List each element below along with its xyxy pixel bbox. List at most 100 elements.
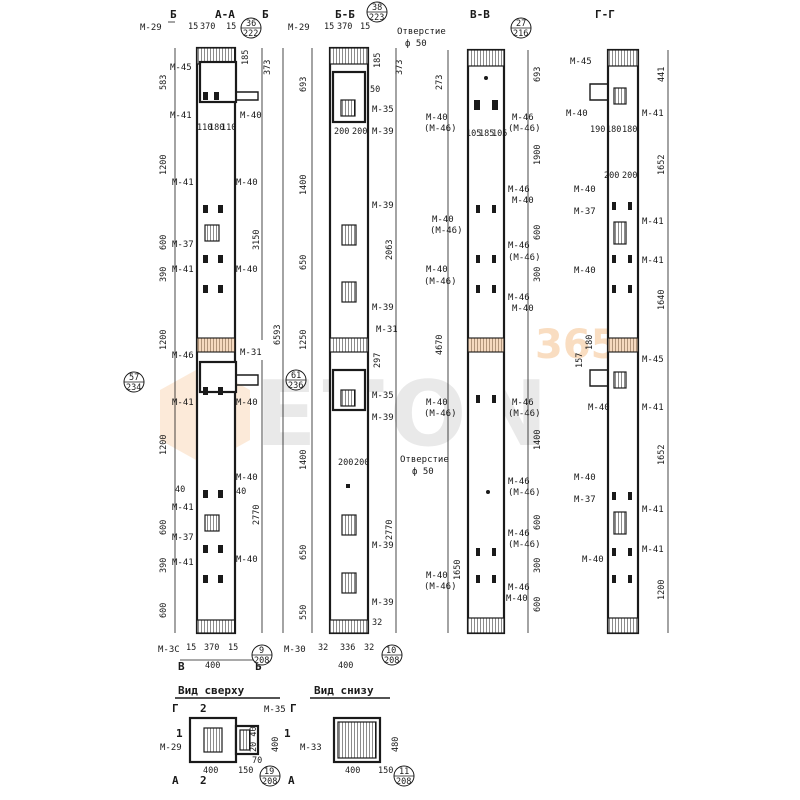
svg-text:М-45: М-45 bbox=[570, 57, 592, 67]
svg-text:1652: 1652 bbox=[657, 155, 667, 175]
svg-text:223: 223 bbox=[369, 13, 384, 23]
svg-text:297: 297 bbox=[373, 353, 383, 368]
svg-text:32: 32 bbox=[372, 618, 382, 628]
svg-text:(М-46): (М-46) bbox=[424, 124, 457, 134]
svg-text:200: 200 bbox=[622, 171, 637, 181]
svg-text:М-39: М-39 bbox=[372, 541, 394, 551]
section-d: Г-Г 441 1652 1640 1652 1200 157 180 190 … bbox=[566, 8, 669, 635]
svg-text:(М-46): (М-46) bbox=[508, 253, 541, 263]
svg-text:М-31: М-31 bbox=[240, 348, 262, 358]
svg-text:27: 27 bbox=[516, 19, 526, 29]
svg-text:1200: 1200 bbox=[159, 155, 169, 175]
svg-text:9: 9 bbox=[259, 646, 264, 656]
svg-text:М-41: М-41 bbox=[642, 109, 664, 119]
svg-text:1: 1 bbox=[284, 727, 291, 740]
svg-text:20 40: 20 40 bbox=[249, 726, 259, 752]
section-c: В-В Отверстие ф 50 27 216 273 4670 69 bbox=[397, 8, 543, 635]
svg-text:600: 600 bbox=[533, 515, 543, 530]
svg-text:М-39: М-39 bbox=[372, 598, 394, 608]
svg-text:М-35: М-35 bbox=[372, 105, 394, 115]
svg-text:190: 190 bbox=[590, 125, 605, 135]
svg-text:110: 110 bbox=[221, 123, 236, 133]
svg-text:40: 40 bbox=[175, 485, 185, 495]
svg-text:400: 400 bbox=[271, 737, 281, 752]
callout-9-208: 9 208 bbox=[251, 644, 273, 666]
svg-text:370: 370 bbox=[204, 643, 219, 653]
plates-b bbox=[340, 99, 357, 594]
plates-a bbox=[203, 92, 223, 583]
svg-text:400: 400 bbox=[205, 661, 220, 671]
svg-text:М-41: М-41 bbox=[642, 217, 664, 227]
view-bottom-title: Вид снизу bbox=[314, 684, 374, 697]
svg-text:М-40: М-40 bbox=[432, 215, 454, 225]
svg-text:208: 208 bbox=[254, 656, 269, 666]
svg-text:(М-46): (М-46) bbox=[508, 540, 541, 550]
section-b-title: Б-Б bbox=[335, 8, 355, 21]
svg-text:М-39: М-39 bbox=[372, 303, 394, 313]
svg-text:150: 150 bbox=[378, 766, 393, 776]
svg-text:273: 273 bbox=[435, 75, 445, 90]
svg-text:105: 105 bbox=[492, 129, 507, 139]
svg-text:185: 185 bbox=[373, 53, 383, 68]
column-a-bottom-hatch bbox=[196, 619, 236, 634]
svg-text:234: 234 bbox=[126, 383, 141, 393]
svg-text:36: 36 bbox=[246, 19, 256, 29]
svg-text:Г: Г bbox=[172, 702, 179, 715]
svg-text:400: 400 bbox=[338, 661, 353, 671]
svg-text:1900: 1900 bbox=[533, 145, 543, 165]
svg-text:32: 32 bbox=[364, 643, 374, 653]
svg-text:М-41: М-41 bbox=[642, 505, 664, 515]
svg-text:М-35: М-35 bbox=[372, 391, 394, 401]
svg-text:(М-46): (М-46) bbox=[430, 226, 463, 236]
svg-text:М-46: М-46 bbox=[508, 241, 530, 251]
svg-text:390: 390 bbox=[159, 558, 169, 573]
svg-text:200: 200 bbox=[352, 127, 367, 137]
svg-text:(М-46): (М-46) bbox=[424, 277, 457, 287]
plates-d bbox=[612, 87, 632, 583]
svg-text:200: 200 bbox=[334, 127, 349, 137]
svg-text:185: 185 bbox=[241, 50, 251, 65]
svg-text:6593: 6593 bbox=[273, 325, 283, 345]
svg-text:2: 2 bbox=[200, 774, 207, 787]
svg-text:М-45: М-45 bbox=[170, 63, 192, 73]
svg-text:М-35: М-35 bbox=[264, 705, 286, 715]
svg-text:М-40: М-40 bbox=[236, 473, 258, 483]
callout-38-223: 38 223 bbox=[366, 1, 388, 23]
svg-text:10: 10 bbox=[386, 646, 396, 656]
svg-text:600: 600 bbox=[533, 225, 543, 240]
svg-text:200: 200 bbox=[354, 458, 369, 468]
svg-text:208: 208 bbox=[262, 777, 277, 787]
section-b: Б-Б М-29 15 370 15 38 223 693 1400 650 bbox=[284, 1, 405, 671]
svg-text:57: 57 bbox=[129, 373, 139, 383]
svg-text:400: 400 bbox=[203, 766, 218, 776]
svg-text:216: 216 bbox=[513, 29, 528, 39]
svg-text:М-46: М-46 bbox=[508, 583, 530, 593]
svg-text:М-41: М-41 bbox=[170, 111, 192, 121]
svg-text:32: 32 bbox=[318, 643, 328, 653]
svg-text:50: 50 bbox=[370, 85, 380, 95]
svg-text:19: 19 bbox=[264, 767, 274, 777]
svg-text:1250: 1250 bbox=[299, 330, 309, 350]
svg-text:650: 650 bbox=[299, 255, 309, 270]
svg-text:М-40: М-40 bbox=[236, 555, 258, 565]
svg-text:400: 400 bbox=[345, 766, 360, 776]
svg-text:М-40: М-40 bbox=[588, 403, 610, 413]
svg-text:185: 185 bbox=[479, 129, 494, 139]
svg-text:М-29: М-29 bbox=[288, 23, 310, 33]
svg-text:М-31: М-31 bbox=[376, 325, 398, 335]
svg-text:40: 40 bbox=[236, 487, 246, 497]
svg-text:А: А bbox=[172, 774, 179, 787]
svg-text:Б: Б bbox=[255, 660, 262, 673]
svg-text:А: А bbox=[288, 774, 295, 787]
svg-text:2063: 2063 bbox=[385, 240, 395, 260]
svg-text:М-40: М-40 bbox=[236, 178, 258, 188]
svg-text:15: 15 bbox=[360, 22, 370, 32]
label-m29-a: М-29 bbox=[140, 23, 162, 33]
section-a-cut-right: Б bbox=[262, 8, 269, 21]
svg-text:200: 200 bbox=[338, 458, 353, 468]
svg-text:1200: 1200 bbox=[657, 580, 667, 600]
section-c-title: В-В bbox=[470, 8, 490, 21]
svg-text:15: 15 bbox=[186, 643, 196, 653]
svg-text:550: 550 bbox=[299, 605, 309, 620]
